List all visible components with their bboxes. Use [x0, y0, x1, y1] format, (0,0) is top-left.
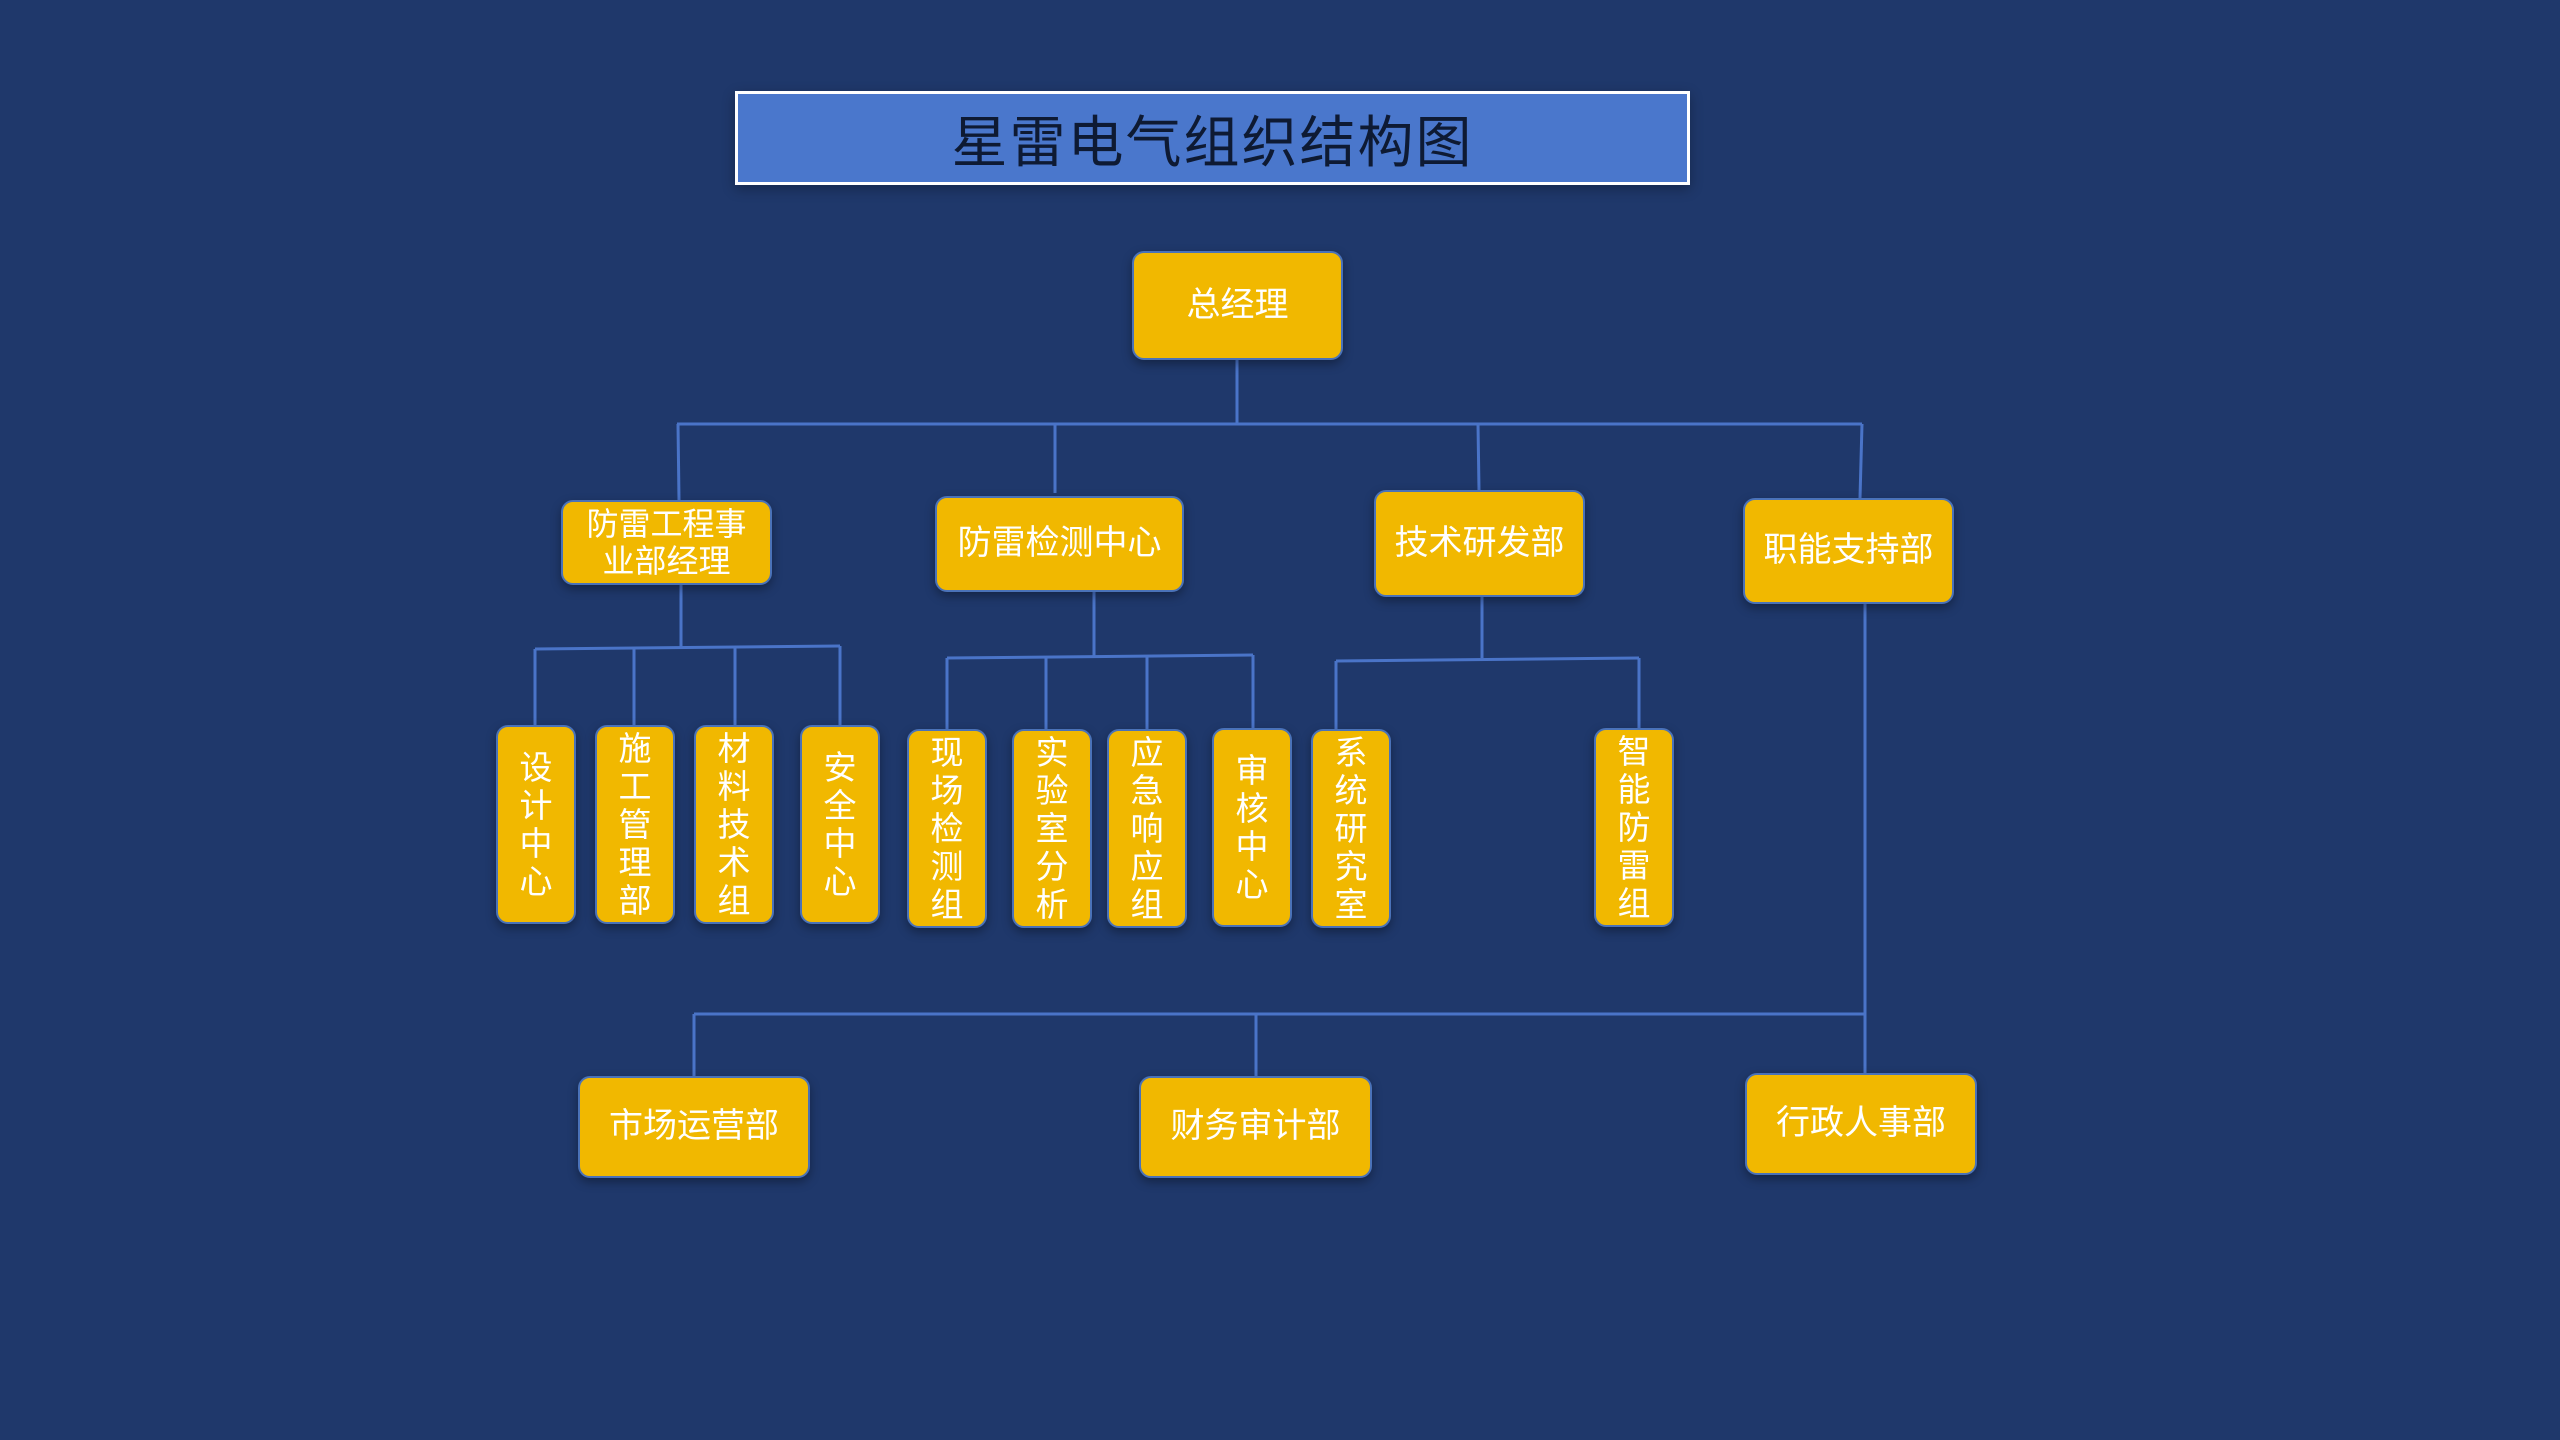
- connector-tech-bus: [1335, 656, 1640, 663]
- node-design-center: 设计中心: [496, 725, 576, 924]
- node-design-center-label: 设计中心: [519, 747, 553, 901]
- node-market-operations: 市场运营部: [578, 1076, 810, 1178]
- node-materials-tech: 材料技术组: [694, 725, 774, 924]
- node-smart-lightning: 智能防雷组: [1594, 728, 1674, 927]
- node-construction-management-label: 施工管理部: [618, 728, 652, 920]
- node-lightning-testing-center: 防雷检测中心: [935, 496, 1184, 592]
- chart-title: 星雷电气组织结构图: [735, 91, 1690, 185]
- node-safety-center-label: 安全中心: [823, 747, 857, 901]
- node-lightning-engineering-manager: 防雷工程事业部经理: [561, 500, 772, 585]
- node-materials-tech-label: 材料技术组: [717, 728, 751, 920]
- node-safety-center: 安全中心: [800, 725, 880, 924]
- node-emergency-response: 应急响应组: [1107, 729, 1187, 928]
- node-system-research: 系统研究室: [1311, 729, 1391, 928]
- node-review-center: 审核中心: [1212, 728, 1292, 927]
- node-field-testing-label: 现场检测组: [930, 732, 964, 924]
- connector-to-tech: [1476, 423, 1481, 491]
- connector-engineering-bus: [534, 644, 841, 651]
- node-lab-analysis-label: 实验室分析: [1035, 732, 1069, 924]
- node-tech-rd: 技术研发部: [1374, 490, 1585, 597]
- connector-testing-bus: [946, 653, 1254, 660]
- node-emergency-response-label: 应急响应组: [1130, 732, 1164, 924]
- node-lab-analysis: 实验室分析: [1012, 729, 1092, 928]
- node-field-testing: 现场检测组: [907, 729, 987, 928]
- node-functional-support: 职能支持部: [1743, 498, 1954, 604]
- node-finance-audit: 财务审计部: [1139, 1076, 1372, 1178]
- node-general-manager: 总经理: [1132, 251, 1343, 360]
- connector-to-support: [1858, 423, 1864, 499]
- node-construction-management: 施工管理部: [595, 725, 675, 924]
- node-smart-lightning-label: 智能防雷组: [1617, 731, 1651, 923]
- node-review-center-label: 审核中心: [1235, 750, 1269, 904]
- node-system-research-label: 系统研究室: [1334, 732, 1368, 924]
- node-admin-hr: 行政人事部: [1745, 1073, 1977, 1175]
- connector-to-engineering: [676, 423, 681, 501]
